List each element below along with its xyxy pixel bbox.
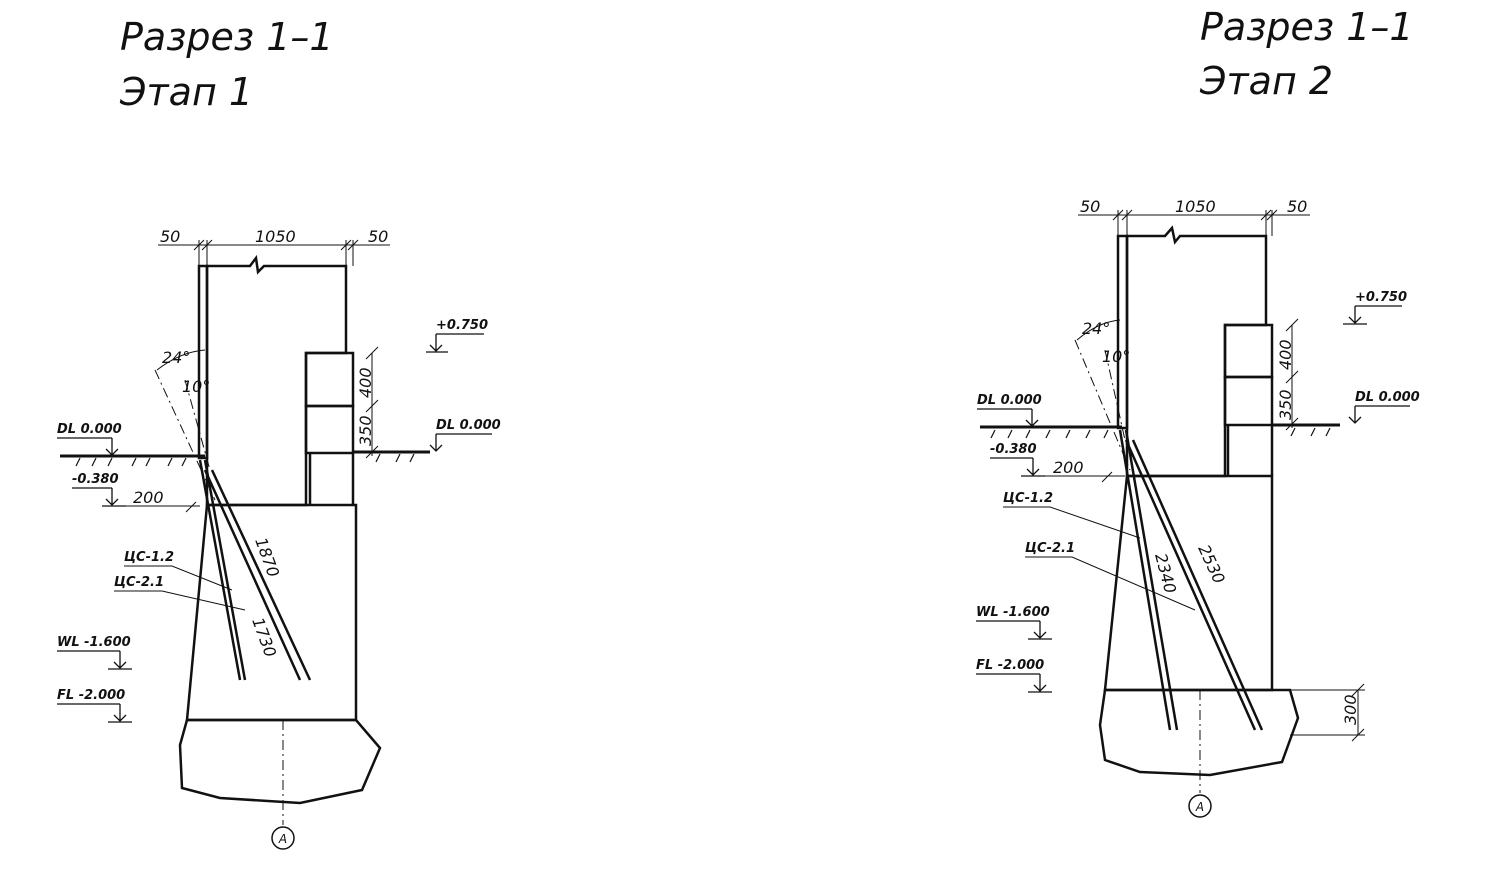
- axis-label: A: [1195, 800, 1204, 814]
- svg-text:-0.380: -0.380: [990, 442, 1037, 457]
- level-dl-right: DL 0.000: [1348, 390, 1420, 424]
- svg-text:ЦС-2.1: ЦС-2.1: [114, 575, 164, 590]
- level-wl: WL -1.600: [57, 635, 132, 670]
- dim-right: 50: [1287, 197, 1307, 216]
- dim-anchor-b: 1730: [248, 615, 280, 660]
- anchor-rods: [1118, 429, 1264, 731]
- angle-lines: [1074, 339, 1131, 471]
- wall-step: [308, 453, 355, 505]
- mesh-lower: [304, 404, 355, 455]
- mesh-upper: [1223, 323, 1274, 379]
- mesh-upper: [304, 351, 355, 408]
- svg-text:DL 0.000: DL 0.000: [977, 393, 1042, 408]
- angle-outer: 24°: [162, 348, 190, 367]
- svg-text:ЦС-1.2: ЦС-1.2: [1003, 491, 1053, 506]
- svg-text:FL -2.000: FL -2.000: [976, 658, 1044, 673]
- dimension-mesh: [365, 346, 379, 459]
- stage-1-subtitle: Этап 1: [119, 70, 253, 114]
- callout-cs-2-1: ЦС-2.1: [1025, 541, 1196, 611]
- dimension-top: [158, 239, 390, 266]
- level-fl: FL -2.000: [57, 688, 132, 723]
- svg-text:+0.750: +0.750: [436, 318, 488, 333]
- dimension-mesh: [1285, 318, 1299, 431]
- facing-strip: [1116, 234, 1129, 430]
- level-minus: -0.380: [72, 472, 126, 507]
- svg-text:DL 0.000: DL 0.000: [436, 418, 501, 433]
- ground-line: [60, 450, 430, 458]
- dimension-offset: [1040, 471, 1125, 483]
- facing-strip: [197, 264, 209, 460]
- dim-anchor-a: 1870: [251, 535, 283, 580]
- angle-outer: 24°: [1082, 319, 1110, 338]
- dim-right: 50: [368, 227, 388, 246]
- svg-text:+0.750: +0.750: [1355, 290, 1407, 305]
- section-stage-1: Разрез 1–1 Этап 1 A 50 1050 50 400 350 2…: [57, 15, 501, 850]
- dimension-top: [1078, 209, 1310, 236]
- dim-mesh-lower: 350: [1276, 389, 1295, 420]
- dim-anchor-b: 2530: [1194, 542, 1228, 587]
- axis-marker: [271, 826, 295, 850]
- masonry-wall: [205, 254, 348, 507]
- svg-text:DL 0.000: DL 0.000: [1355, 390, 1420, 405]
- angle-inner: 10°: [182, 377, 210, 396]
- level-dl-left: DL 0.000: [57, 422, 122, 456]
- level-dl-right: DL 0.000: [429, 418, 501, 452]
- dim-base: 300: [1341, 694, 1360, 725]
- ground-hatch: [75, 453, 415, 467]
- ground-hatch: [990, 427, 1331, 439]
- dim-mesh-upper: 400: [356, 367, 375, 398]
- callout-cs-1-2: ЦС-1.2: [124, 550, 233, 591]
- svg-text:FL -2.000: FL -2.000: [57, 688, 125, 703]
- level-wl: WL -1.600: [976, 605, 1052, 640]
- level-top: +0.750: [426, 318, 488, 353]
- stage-2-subtitle: Этап 2: [1199, 59, 1333, 103]
- svg-text:DL 0.000: DL 0.000: [57, 422, 122, 437]
- dim-mesh-lower: 350: [356, 415, 375, 446]
- dim-mesh-upper: 400: [1276, 339, 1295, 370]
- dim-left: 50: [160, 227, 180, 246]
- level-fl: FL -2.000: [976, 658, 1052, 693]
- ground-line: [980, 423, 1340, 429]
- mesh-lower: [1223, 375, 1274, 427]
- svg-text:WL -1.600: WL -1.600: [976, 605, 1050, 620]
- dimension-offset: [120, 501, 200, 513]
- axis-label: A: [278, 832, 287, 846]
- sand-base: [1098, 688, 1300, 777]
- wall-step: [1226, 425, 1274, 476]
- dim-offset: 200: [1053, 458, 1084, 477]
- svg-text:-0.380: -0.380: [72, 472, 119, 487]
- callout-cs-2-1: ЦС-2.1: [114, 575, 246, 611]
- section-stage-2: Разрез 1–1 Этап 2 A 50 1050 50 400 350 2…: [976, 5, 1420, 818]
- masonry-wall: [1125, 225, 1268, 478]
- svg-text:WL -1.600: WL -1.600: [57, 635, 131, 650]
- stage-2-title: Разрез 1–1: [1200, 5, 1414, 49]
- level-top: +0.750: [1343, 290, 1407, 325]
- dim-left: 50: [1080, 197, 1100, 216]
- dim-anchor-a: 2340: [1151, 551, 1180, 595]
- callout-cs-1-2: ЦС-1.2: [1003, 491, 1141, 539]
- dim-offset: 200: [133, 488, 164, 507]
- sand-base: [178, 718, 382, 805]
- svg-text:ЦС-1.2: ЦС-1.2: [124, 550, 174, 565]
- angle-lines: [154, 369, 216, 501]
- stone-fill: [185, 503, 358, 722]
- svg-text:ЦС-2.1: ЦС-2.1: [1025, 541, 1075, 556]
- axis-marker: [1188, 794, 1212, 818]
- level-dl-left: DL 0.000: [977, 393, 1042, 427]
- angle-inner: 10°: [1102, 347, 1130, 366]
- stage-1-title: Разрез 1–1: [120, 15, 334, 59]
- anchor-rods: [198, 459, 312, 681]
- dim-middle: 1050: [255, 227, 296, 246]
- level-minus: -0.380: [990, 442, 1045, 477]
- angle-arc: [1076, 319, 1121, 341]
- dimension-base: [1272, 683, 1365, 742]
- dim-middle: 1050: [1175, 197, 1216, 216]
- angle-arc: [156, 349, 206, 371]
